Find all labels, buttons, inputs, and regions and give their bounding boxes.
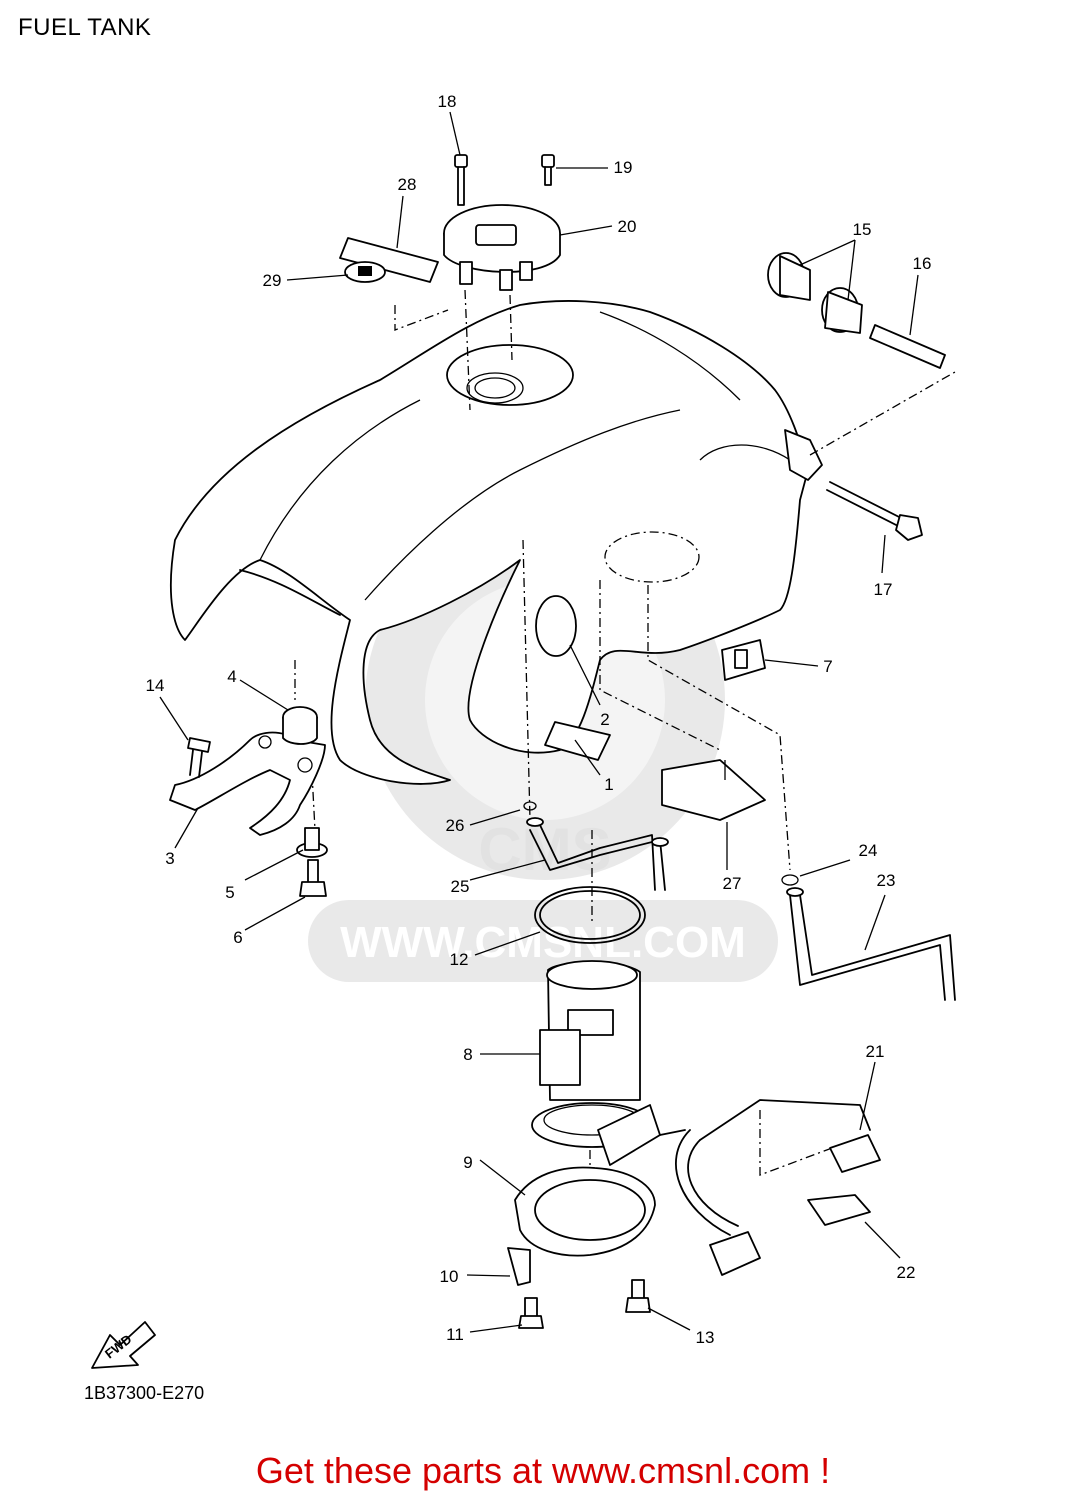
callout-15: 15 [853,220,872,239]
callout-4: 4 [227,667,236,686]
fuel-tank-body [169,300,823,785]
gasket-pad [661,759,766,821]
leader-lines [159,111,919,1333]
callout-14: 14 [146,676,165,695]
callout-6: 6 [233,928,242,947]
fuel-pump-harness [675,1099,881,1276]
callout-2: 2 [600,710,609,729]
callout-24: 24 [859,841,878,860]
diagram-code: 1B37300-E270 [84,1383,205,1403]
callout-11: 11 [446,1325,464,1344]
rubber-dampers [767,252,946,369]
pump-plate [507,1166,656,1329]
callout-16: 16 [913,254,932,273]
fuel-pump [531,960,686,1166]
callout-5: 5 [225,883,234,902]
callout-21: 21 [866,1042,885,1061]
callout-22: 22 [897,1263,916,1282]
fwd-arrow-icon: FWD [91,1321,156,1369]
callout-28: 28 [398,175,417,194]
breather-hose [523,801,669,891]
callouts: 1 2 3 4 5 6 7 8 9 10 11 12 13 14 15 16 1… [146,92,932,1347]
callout-19: 19 [614,158,633,177]
callout-7: 7 [823,657,832,676]
callout-10: 10 [440,1267,459,1286]
callout-27: 27 [723,874,742,893]
callout-3: 3 [165,849,174,868]
callout-12: 12 [450,950,469,969]
callout-1: 1 [604,775,613,794]
callout-8: 8 [463,1045,472,1064]
callout-9: 9 [463,1153,472,1172]
parts-banner-link[interactable]: Get these parts at www.cmsnl.com ! [255,1450,831,1491]
callout-29: 29 [263,271,282,290]
callout-23: 23 [877,871,896,890]
diagram-title: FUEL TANK [18,14,152,41]
callout-20: 20 [618,217,637,236]
fuel-cap-assembly [443,154,561,291]
callout-17: 17 [874,580,893,599]
caution-label [339,237,439,283]
callout-13: 13 [696,1328,715,1347]
o-ring [534,886,646,944]
callout-25: 25 [451,877,470,896]
callout-26: 26 [446,816,465,835]
tank-bolt [826,481,923,541]
callout-18: 18 [438,92,457,111]
pad [721,639,766,681]
tank-bracket [169,706,328,897]
overflow-hose [781,874,956,1001]
watermark-text: WWW.CMSNL.COM [340,918,746,967]
